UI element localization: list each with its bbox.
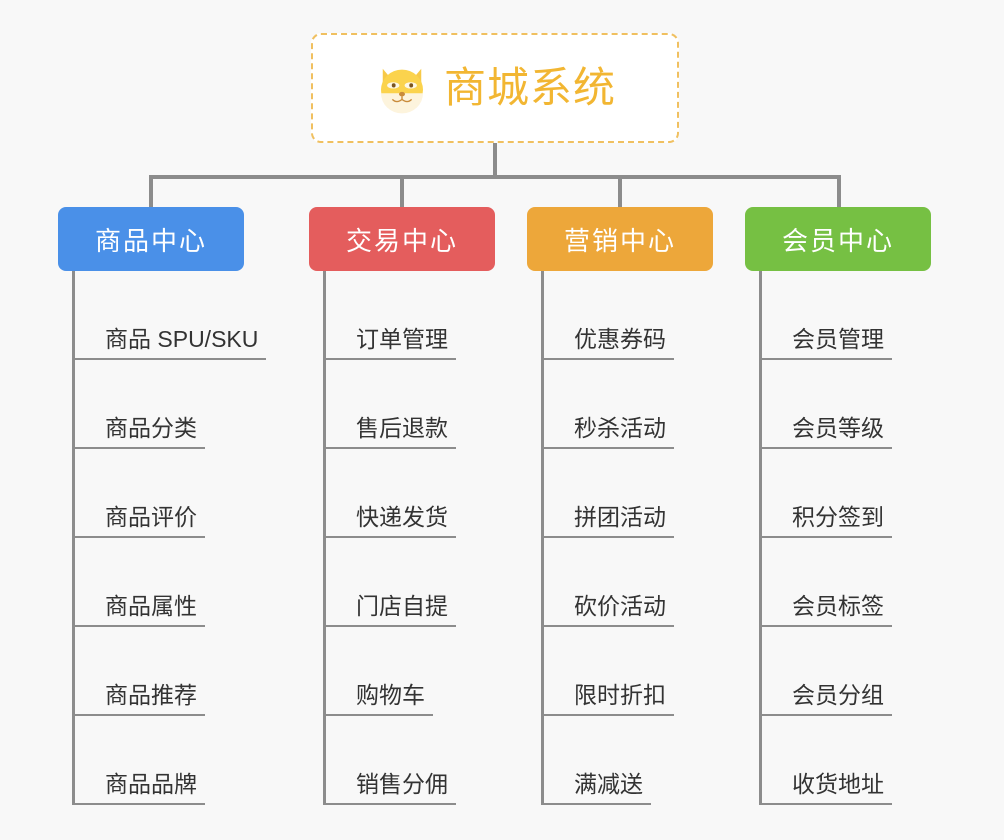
branch-marketing-center: 营销中心 优惠券码 秒杀活动 拼团活动 砍价活动 限时折扣 满减送 [527,207,727,805]
category-label: 营销中心 [563,225,676,256]
category-box-member-center[interactable]: 会员中心 [745,207,931,271]
list-item[interactable]: 会员等级 [759,360,947,449]
leaf-label: 销售分佣 [323,771,456,805]
leaf-label: 购物车 [323,682,433,716]
leaf-label: 限时折扣 [541,682,674,716]
list-item[interactable]: 会员分组 [759,627,947,716]
leaf-list-marketing-center: 优惠券码 秒杀活动 拼团活动 砍价活动 限时折扣 满减送 [541,271,727,805]
branch-member-center: 会员中心 会员管理 会员等级 积分签到 会员标签 会员分组 收货地址 [745,207,947,805]
leaf-label: 会员标签 [759,593,892,627]
list-item[interactable]: 拼团活动 [541,449,727,538]
category-label: 交易中心 [345,225,458,256]
leaf-label: 售后退款 [323,415,456,449]
root-node[interactable]: 商城系统 [311,33,679,143]
root-title: 商城系统 [443,64,616,111]
leaf-label: 优惠券码 [541,326,674,360]
leaf-list-product-center: 商品 SPU/SKU 商品分类 商品评价 商品属性 商品推荐 商品品牌 [72,271,308,805]
list-item[interactable]: 商品 SPU/SKU [72,271,308,360]
leaf-label: 商品评价 [72,504,205,538]
category-box-trade-center[interactable]: 交易中心 [309,207,495,271]
connector-drop-2 [400,175,404,211]
list-item[interactable]: 购物车 [323,627,527,716]
leaf-label: 快递发货 [323,504,456,538]
list-item[interactable]: 快递发货 [323,449,527,538]
leaf-label: 商品 SPU/SKU [72,326,267,360]
leaf-label: 会员管理 [759,326,892,360]
leaf-label: 秒杀活动 [541,415,674,449]
category-label: 商品中心 [94,225,207,256]
list-item[interactable]: 限时折扣 [541,627,727,716]
list-item[interactable]: 收货地址 [759,716,947,805]
list-item[interactable]: 优惠券码 [541,271,727,360]
list-item[interactable]: 销售分佣 [323,716,527,805]
list-item[interactable]: 商品推荐 [72,627,308,716]
category-label: 会员中心 [781,225,894,256]
list-item[interactable]: 商品属性 [72,538,308,627]
leaf-label: 积分签到 [759,504,892,538]
connector-drop-4 [837,175,841,211]
leaf-label: 收货地址 [759,771,892,805]
leaf-label: 商品品牌 [72,771,205,805]
connector-horizontal-bar [149,175,841,179]
connector-stem [493,143,497,177]
list-item[interactable]: 商品品牌 [72,716,308,805]
list-item[interactable]: 商品分类 [72,360,308,449]
list-item[interactable]: 商品评价 [72,449,308,538]
shiba-dog-face-icon [380,68,423,114]
leaf-label: 商品推荐 [72,682,205,716]
list-item[interactable]: 满减送 [541,716,727,805]
category-box-product-center[interactable]: 商品中心 [58,207,244,271]
list-item[interactable]: 砍价活动 [541,538,727,627]
leaf-label: 商品属性 [72,593,205,627]
leaf-label: 拼团活动 [541,504,674,538]
leaf-list-trade-center: 订单管理 售后退款 快递发货 门店自提 购物车 销售分佣 [323,271,527,805]
list-item[interactable]: 会员管理 [759,271,947,360]
leaf-label: 订单管理 [323,326,456,360]
list-item[interactable]: 会员标签 [759,538,947,627]
leaf-label: 会员等级 [759,415,892,449]
connector-drop-3 [618,175,622,211]
list-item[interactable]: 门店自提 [323,538,527,627]
list-item[interactable]: 订单管理 [323,271,527,360]
leaf-label: 会员分组 [759,682,892,716]
category-box-marketing-center[interactable]: 营销中心 [527,207,713,271]
leaf-label: 砍价活动 [541,593,674,627]
list-item[interactable]: 积分签到 [759,449,947,538]
leaf-label: 满减送 [541,771,651,805]
connector-drop-1 [149,175,153,211]
list-item[interactable]: 售后退款 [323,360,527,449]
branch-product-center: 商品中心 商品 SPU/SKU 商品分类 商品评价 商品属性 商品推荐 商品品牌 [58,207,308,805]
leaf-label: 门店自提 [323,593,456,627]
list-item[interactable]: 秒杀活动 [541,360,727,449]
branch-trade-center: 交易中心 订单管理 售后退款 快递发货 门店自提 购物车 销售分佣 [309,207,527,805]
leaf-list-member-center: 会员管理 会员等级 积分签到 会员标签 会员分组 收货地址 [759,271,947,805]
leaf-label: 商品分类 [72,415,205,449]
